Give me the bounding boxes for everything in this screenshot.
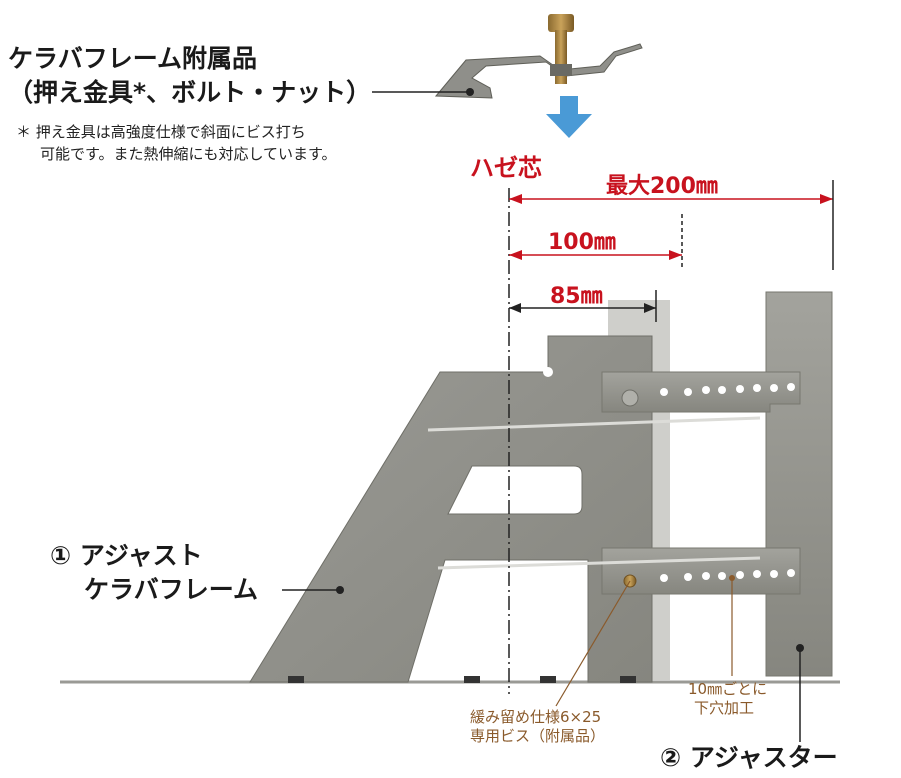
adjuster-leader-dot (796, 644, 804, 652)
dim-min-arrow-right (644, 303, 656, 313)
accessory-note-line2: 可能です。また熱伸縮にも対応しています。 (40, 145, 337, 163)
accessory-title-line2: （押え金具*、ボルト・ナット） (8, 78, 372, 107)
accessory-note-line1: ＊ 押え金具は高強度仕様で斜面にビス打ち (16, 123, 306, 141)
dim-max-arrow-right (820, 194, 833, 204)
dim-mid-label: 100㎜ (548, 230, 616, 255)
dim-max-arrow-left (509, 194, 522, 204)
dim-mid-arrow-left (509, 250, 522, 260)
screw-leader-line (555, 580, 631, 707)
frame-rail-upper (427, 416, 761, 432)
adjuster-label: ② アジャスター (660, 743, 838, 772)
hole-leader-dot (729, 575, 735, 581)
upper-holes (660, 383, 795, 396)
lower-holes (660, 569, 795, 582)
accessory-leader-dot (466, 88, 474, 96)
adjuster-upper-bar (601, 371, 801, 413)
screw-callout-line1: 緩み留め仕様6×25 (470, 708, 602, 726)
screw-callout-line2: 専用ビス（附属品） (470, 727, 606, 745)
dim-max-label: 最大200㎜ (606, 174, 718, 199)
frame-feet (288, 676, 636, 683)
dim-min-label: 85㎜ (550, 284, 603, 309)
down-arrow-icon (546, 96, 592, 138)
bolt-bottom-nut (550, 64, 572, 76)
bolt-nut (548, 14, 574, 32)
frame-rail-lower (437, 556, 761, 570)
frame-label-line2: ケラバフレーム (84, 575, 259, 604)
upper-screw (621, 389, 639, 407)
accessory-title-line1: ケラバフレーム附属品 (8, 44, 258, 73)
hole-callout-line2: 下穴加工 (694, 699, 755, 717)
adjuster-vertical-bar (765, 291, 833, 677)
dim-min-arrow-left (509, 303, 521, 313)
dim-mid-arrow-right (669, 250, 682, 260)
hole-callout-line1: 10㎜ごとに (688, 680, 768, 698)
frame-window-cutout (447, 465, 583, 515)
frame-label-line1: ① アジャスト (50, 541, 203, 570)
haze-center-label: ハゼ芯 (470, 154, 542, 182)
frame-notch (543, 367, 553, 377)
frame-leader-dot (336, 586, 344, 594)
